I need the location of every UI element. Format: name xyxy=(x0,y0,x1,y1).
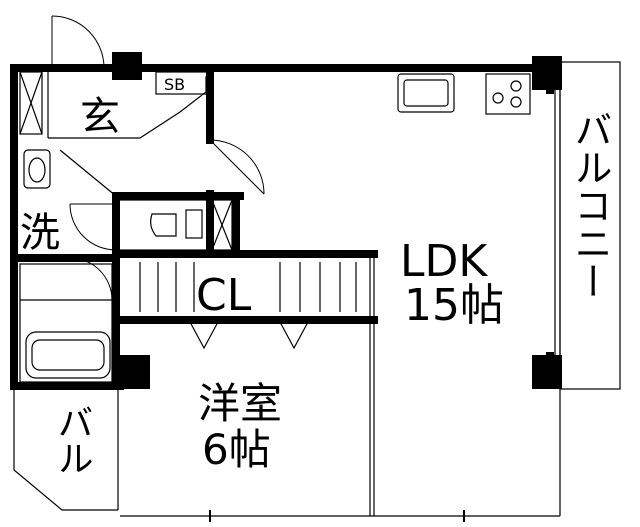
shoe-box-label: SB xyxy=(164,75,185,94)
bedroom-name-label: 洋室 xyxy=(198,379,282,428)
balcony-left-label: バル xyxy=(52,404,93,476)
bedroom-size-label: 6帖 xyxy=(202,425,271,474)
closet-shelf xyxy=(139,262,357,312)
ldk-size-label: 15帖 xyxy=(404,280,504,331)
window-marks xyxy=(209,510,465,522)
stove xyxy=(485,73,531,115)
interior-walls xyxy=(14,64,378,516)
ldk-name-label: LDK xyxy=(400,236,488,287)
bathroom xyxy=(19,257,113,383)
balcony-right-label: バルコニー xyxy=(568,110,612,300)
bathtub xyxy=(25,331,111,379)
closet-label: CL xyxy=(196,270,252,321)
washroom xyxy=(23,149,117,251)
balcony-left xyxy=(13,386,119,511)
kitchen-sink xyxy=(397,73,455,113)
wall-columns xyxy=(112,52,562,389)
washroom-label: 洗 xyxy=(20,210,60,256)
ldk-door xyxy=(209,139,265,195)
outer-walls xyxy=(10,58,561,517)
closet-doors xyxy=(189,321,309,350)
kitchen xyxy=(397,73,531,115)
entrance-label: 玄 xyxy=(80,94,120,140)
toilet xyxy=(117,199,233,251)
